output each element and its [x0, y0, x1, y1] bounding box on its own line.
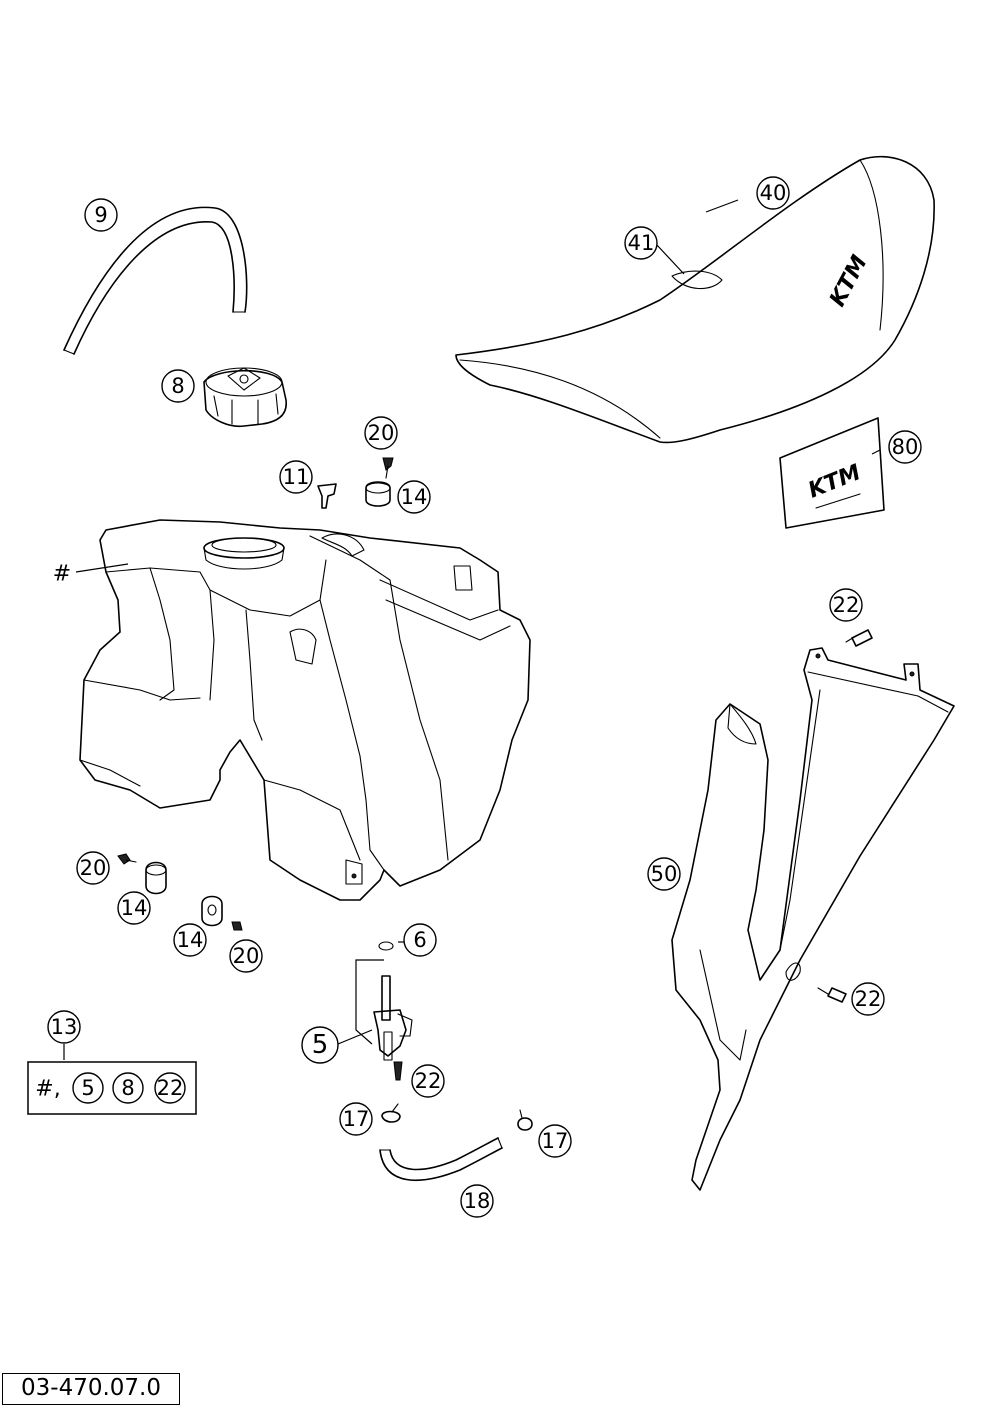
fuel-tap-part: [373, 941, 413, 1081]
callout-20-mid: 20: [229, 939, 263, 973]
callout-6-text: 6: [413, 928, 426, 952]
callout-5-text: 5: [312, 1030, 329, 1060]
callout-14-left: 14: [117, 891, 151, 925]
callout-14-top: 14: [397, 480, 431, 514]
callout-9: 9: [84, 198, 118, 232]
callout-17-right: 17: [538, 1124, 572, 1158]
callout-8: 8: [161, 369, 195, 403]
kit-item-5: 5: [81, 1076, 94, 1100]
callout-18: 18: [460, 1184, 494, 1218]
callout-22-panel-bottom: 22: [851, 982, 885, 1016]
seat-ktm-logo: KTM: [825, 251, 872, 310]
callout-17-right-text: 17: [542, 1129, 569, 1153]
callout-20-mid-text: 20: [233, 944, 260, 968]
callout-20-left-text: 20: [80, 856, 107, 880]
top-fasteners-group: [317, 457, 394, 509]
hose-clamps-group: [381, 1103, 533, 1131]
kit-contents-box: #, 5 8 22: [27, 1061, 197, 1115]
callout-80-text: 80: [892, 435, 919, 459]
callout-6: 6: [403, 923, 437, 957]
seat-part: KTM: [455, 155, 935, 444]
callout-17-left: 17: [339, 1102, 373, 1136]
fuel-hose-part: [379, 1137, 503, 1181]
callout-50: 50: [647, 857, 681, 891]
callout-14-left-text: 14: [121, 896, 148, 920]
callout-22-panel-top: 22: [829, 588, 863, 622]
callout-14-top-text: 14: [401, 485, 428, 509]
callout-22-tap-text: 22: [415, 1069, 442, 1093]
kit-item-8: 8: [121, 1076, 134, 1100]
callout-14-mid-text: 14: [177, 928, 204, 952]
callout-9-text: 9: [94, 203, 107, 227]
callout-8-text: 8: [171, 374, 184, 398]
fuel-cap-part: [203, 367, 287, 428]
callout-18-text: 18: [464, 1189, 491, 1213]
callout-11-text: 11: [283, 465, 310, 489]
callout-13-text: 13: [51, 1015, 78, 1039]
callout-20-top-text: 20: [368, 421, 395, 445]
callout-20-left: 20: [76, 851, 110, 885]
callout-41: 41: [624, 226, 658, 260]
callout-hash-tank: #: [53, 562, 71, 587]
breather-hose-part: [63, 206, 248, 355]
callout-11: 11: [279, 460, 313, 494]
tank-mount-rubbers-group: [117, 853, 243, 931]
callout-41-text: 41: [628, 231, 655, 255]
decal-ktm-logo: KTM: [805, 460, 864, 503]
callout-20-top: 20: [364, 416, 398, 450]
callout-14-mid: 14: [173, 923, 207, 957]
fuel-tank-part: [79, 519, 531, 901]
callout-80: 80: [888, 430, 922, 464]
side-panel-part: [671, 647, 955, 1191]
callout-22-panel-top-text: 22: [833, 593, 860, 617]
callout-13: 13: [47, 1010, 81, 1044]
panel-screws-group: [817, 629, 873, 1003]
kit-item-22: 22: [157, 1076, 184, 1100]
callout-50-text: 50: [651, 862, 678, 886]
kit-hash-prefix: #,: [35, 1077, 60, 1102]
callout-22-tap: 22: [411, 1064, 445, 1098]
callout-40: 40: [756, 176, 790, 210]
drawing-number-label: 03-470.07.0: [2, 1373, 180, 1405]
callout-22-panel-bottom-text: 22: [855, 987, 882, 1011]
callout-17-left-text: 17: [343, 1107, 370, 1131]
decal-part: KTM: [779, 417, 885, 529]
callout-40-text: 40: [760, 181, 787, 205]
leader-lines: [63, 199, 881, 1060]
callout-5: 5: [301, 1026, 339, 1064]
